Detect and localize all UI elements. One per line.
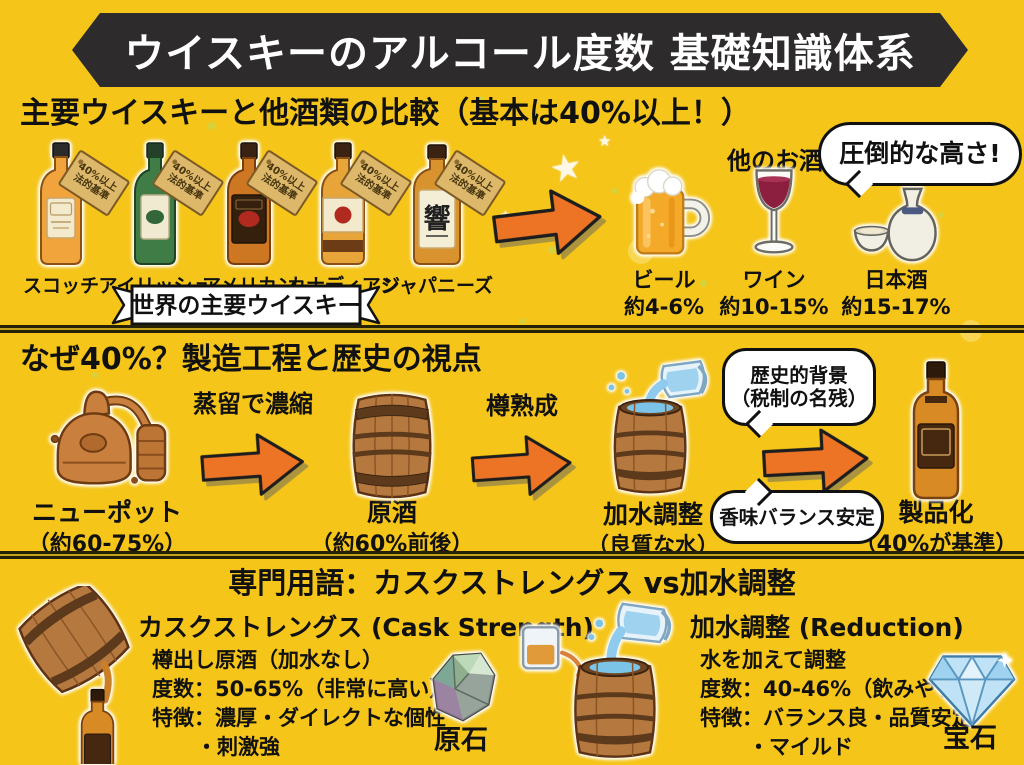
dot-decoration (612, 188, 618, 194)
dot-decoration (700, 280, 707, 287)
arrow-label: 樽熟成 (486, 392, 558, 420)
section-divider (0, 551, 1024, 559)
balance-bubble: 香味バランス安定 (710, 477, 884, 544)
dot-decoration (548, 246, 556, 254)
step-new-pot: ニューポット （約60-75%） (22, 378, 192, 558)
wine-glass-icon (754, 169, 794, 254)
world-whisky-ribbon: 世界の主要ウイスキー (110, 284, 382, 326)
whisky-scotch: 40%以上 法的基準 スコッチ (14, 140, 131, 298)
sake-icon (853, 187, 937, 262)
reduction-detail-line: 水を加えて調整 (700, 648, 846, 672)
section3-heading: 専門用語：カスクストレングス vs加水調整 (228, 566, 796, 600)
ribbon-label: 世界の主要ウイスキー (131, 293, 361, 319)
product-bottle-icon (912, 361, 960, 500)
barrel-icon (352, 393, 432, 499)
cask-detail-line: ・刺激強 (196, 735, 280, 759)
star-icon: ★ (598, 132, 612, 150)
whisky-canadian: 40%以上 法的基準 カナディアン (287, 140, 413, 298)
step-name-label: 製品化 (898, 498, 974, 527)
arrow-label: 蒸留で濃縮 (193, 390, 313, 418)
drink-abv-label: 約4-6% (624, 295, 704, 320)
drink-abv-label: 約15-17% (841, 295, 951, 320)
step-name-label: ニューポット (31, 498, 182, 527)
drink-name-label: ビール (632, 268, 696, 292)
whisky-american: 40%以上 法的基準 アメリカン (202, 140, 319, 298)
dot-decoration (520, 318, 526, 324)
cask-detail-line: 特徴：濃厚・ダイレクトな個性 (152, 706, 446, 730)
drink-abv-label: 約10-15% (719, 295, 829, 320)
step-product: 製品化 （40%が基準） (855, 360, 1017, 558)
pot-still-icon (50, 390, 167, 485)
whisky-bottle-row: 40%以上 法的基準 スコッチ 40%以上 法的基準 アイリッシュ (14, 140, 507, 298)
process-arrow-1: 蒸留で濃縮 (188, 384, 318, 501)
cask-title: カスクストレングス (Cask Strength) (138, 613, 594, 642)
process-arrow-icon (762, 428, 869, 493)
cask-detail-line: 度数：50-65%（非常に高い） (152, 677, 451, 701)
step-genshu: 原酒 （約60%前後） (311, 392, 473, 558)
svg-text:響: 響 (424, 203, 451, 235)
title-banner: ウイスキーのアルコール度数 基礎知識体系 (72, 13, 968, 87)
whisky-japanese: 響 40%以上 法的基準 ジャパニーズ (381, 140, 507, 298)
reduction-detail-line: ・マイルド (748, 735, 853, 759)
dot-decoration (938, 212, 944, 218)
american-bottle-icon (227, 142, 271, 265)
emphasis-bubble: 圧倒的な高さ! (818, 122, 1022, 199)
drink-wine: ワイン 約10-15% (719, 158, 829, 321)
beer-icon (631, 169, 711, 255)
cask-details: 樽出し原酒（加水なし） 度数：50-65%（非常に高い） 特徴：濃厚・ダイレクト… (152, 646, 450, 762)
reduction-detail-line: 特徴：バランス良・品質安定 (700, 706, 973, 730)
cask-detail-line: 樽出し原酒（加水なし） (152, 648, 383, 672)
water-barrel-icon (608, 360, 708, 494)
drink-beer: ビール 約4-6% (612, 158, 716, 321)
raw-gem-icon (432, 652, 496, 722)
drink-name-label: 日本酒 (864, 268, 928, 292)
step-name-label: 原酒 (366, 498, 417, 527)
bottle-name-label: ジャパニーズ (380, 275, 494, 297)
step-name-label: 加水調整 (602, 500, 703, 529)
section2-heading: なぜ40%？製造工程と歴史の視点 (20, 342, 482, 377)
bottle-name-label: スコッチ (22, 275, 99, 297)
page-title: ウイスキーのアルコール度数 基礎知識体系 (124, 31, 916, 77)
reduction-pour-icon (521, 602, 672, 758)
drink-name-label: ワイン (742, 268, 806, 292)
diamond-icon (928, 652, 1016, 727)
gem-label: 原石 (434, 725, 488, 756)
section-divider (0, 325, 1024, 333)
section1-heading: 主要ウイスキーと他酒類の比較（基本は40%以上！） (20, 96, 751, 131)
reduction-title: 加水調整 (Reduction) (690, 613, 964, 642)
process-arrow-icon (200, 433, 304, 496)
step-kasui: 加水調整 （良質な水） (587, 356, 719, 560)
dot-decoration (208, 122, 216, 130)
jewel-label: 宝石 (943, 723, 997, 754)
process-arrow-icon (470, 435, 572, 496)
cask-pour-icon (18, 586, 130, 764)
drink-sake: 日本酒 約15-17% (836, 158, 956, 321)
dot-decoration (92, 372, 98, 378)
dot-decoration (478, 96, 484, 102)
comparison-arrow-icon (492, 189, 602, 255)
history-bubble: 歴史的背景 （税制の名残） (722, 348, 876, 439)
process-arrow-2: 樽熟成 (466, 386, 578, 501)
whisky-irish: 40%以上 法的基準 アイリッシュ (98, 140, 225, 298)
